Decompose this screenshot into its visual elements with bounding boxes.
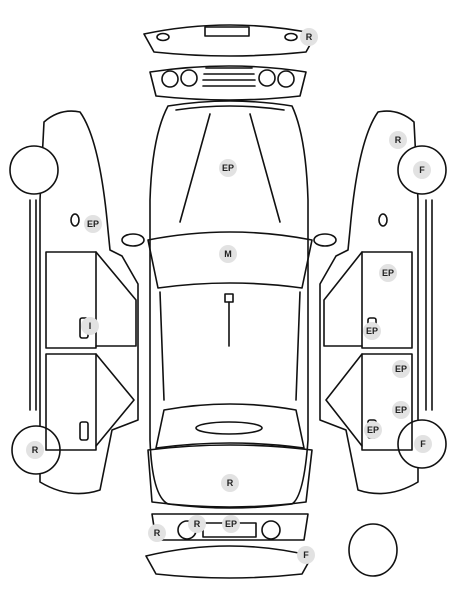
front-bumper-bottom[interactable] [145,545,313,579]
marker-trunk[interactable]: R [221,474,239,492]
marker-right-front-door-handle[interactable]: EP [363,322,381,340]
marker-right-rear-wheel[interactable]: F [414,435,432,453]
marker-left-rear-wheel[interactable]: R [26,441,44,459]
spare-wheel[interactable] [348,523,398,577]
marker-rear-bumper-corner[interactable]: R [148,524,166,542]
marker-left-front-side[interactable]: EP [84,215,102,233]
marker-right-rear-door-lower[interactable]: EP [392,401,410,419]
rear-bumper-top[interactable] [143,24,317,57]
car-top-view [121,100,337,509]
marker-left-door[interactable]: I [81,317,99,335]
marker-right-rear-door[interactable]: EP [392,360,410,378]
marker-right-front-wheel[interactable]: F [413,161,431,179]
marker-windshield[interactable]: M [219,245,237,263]
left-side-view [9,110,139,495]
marker-rear-bumper-top[interactable]: R [300,28,318,46]
marker-hood[interactable]: EP [219,159,237,177]
marker-right-front-fender[interactable]: R [389,131,407,149]
marker-right-front-door[interactable]: EP [379,264,397,282]
marker-rear-lights-left[interactable]: R [188,515,206,533]
marker-front-bumper-bottom[interactable]: F [297,546,315,564]
marker-rear-plate[interactable]: EP [222,515,240,533]
front-grille[interactable] [149,65,307,101]
marker-right-rear-door-handle[interactable]: EP [364,421,382,439]
